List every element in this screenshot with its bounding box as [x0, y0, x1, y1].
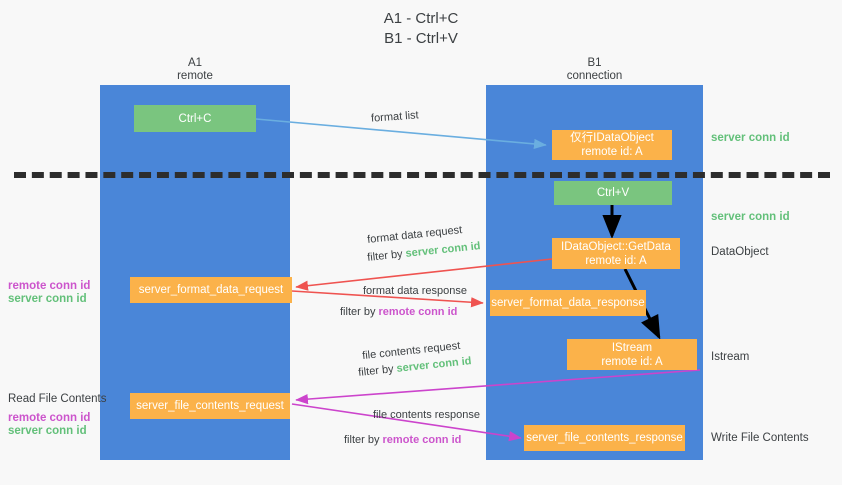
title-line-1: A1 - Ctrl+C [383, 10, 459, 27]
filter-prefix-3: filter by [357, 362, 398, 379]
box-istream-line2: remote id: A [601, 355, 663, 368]
filter-prefix-2: filter by [340, 306, 379, 318]
lane-header-a1: A1 remote [100, 57, 290, 83]
box-idataobject-line1: 仅行IDataObject [570, 132, 654, 144]
box-ctrl-c[interactable]: Ctrl+C [134, 105, 256, 132]
right-label-istream: Istream [711, 351, 750, 363]
right-label-server-conn-id-mid: server conn id [711, 211, 790, 223]
left-label-server-conn-id-1: server conn id [8, 293, 87, 305]
box-istream[interactable]: IStream remote id: A [567, 339, 697, 370]
trust-boundary-divider [14, 172, 830, 178]
lane-header-b1: B1 connection [486, 57, 703, 83]
box-idataobject[interactable]: 仅行IDataObject remote id: A [552, 130, 672, 160]
box-ctrl-v[interactable]: Ctrl+V [554, 181, 672, 205]
edge-label-format-list: format list [370, 109, 420, 125]
box-server-format-data-response-label: server_format_data_response [491, 297, 645, 309]
edge-label-format-data-response: format data response [363, 285, 467, 297]
lane-header-b1-name: B1 [587, 57, 602, 69]
filter-prefix-1: filter by [366, 247, 407, 264]
filter-key-remote-conn-id-1: remote conn id [378, 306, 458, 318]
edge-label-file-contents-response-filter: filter by remote conn id [344, 433, 461, 447]
box-server-format-data-request[interactable]: server_format_data_request [130, 277, 292, 303]
lane-header-a1-name: A1 [187, 57, 203, 69]
title-line-2: B1 - Ctrl+V [384, 30, 458, 47]
box-idataobject-getdata-line1: IDataObject::GetData [561, 240, 671, 253]
right-label-write-file-contents: Write File Contents [711, 432, 809, 444]
left-label-remote-conn-id-1: remote conn id [8, 280, 91, 292]
lane-header-a1-role: remote [177, 70, 213, 82]
lane-header-b1-role: connection [566, 70, 623, 82]
box-server-format-data-response[interactable]: server_format_data_response [490, 290, 646, 316]
filter-key-server-conn-id-1: server conn id [404, 240, 482, 260]
box-server-file-contents-request-label: server_file_contents_request [136, 400, 284, 412]
right-label-dataobject: DataObject [711, 246, 769, 258]
box-ctrl-c-label: Ctrl+C [178, 112, 212, 125]
box-server-file-contents-response[interactable]: server_file_contents_response [524, 425, 685, 451]
box-ctrl-v-label: Ctrl+V [596, 187, 630, 199]
box-idataobject-getdata-line2: remote id: A [585, 254, 647, 267]
left-label-read-file-contents: Read File Contents [8, 393, 107, 405]
box-istream-line1: IStream [611, 341, 653, 354]
edge-label-format-data-response-filter: filter by remote conn id [340, 305, 457, 319]
edge-label-file-contents-response: file contents response [373, 409, 481, 421]
box-idataobject-line2: remote id: A [581, 146, 643, 158]
filter-key-remote-conn-id-2: remote conn id [382, 434, 462, 446]
box-server-format-data-request-label: server_format_data_request [138, 284, 284, 296]
box-server-file-contents-request[interactable]: server_file_contents_request [130, 393, 290, 419]
box-server-file-contents-response-label: server_file_contents_response [526, 432, 683, 444]
box-idataobject-getdata[interactable]: IDataObject::GetData remote id: A [552, 238, 680, 269]
left-label-server-conn-id-2: server conn id [8, 425, 87, 437]
left-label-remote-conn-id-2: remote conn id [8, 412, 91, 424]
right-label-server-conn-id-top: server conn id [711, 132, 790, 144]
diagram-title: A1 - Ctrl+C B1 - Ctrl+V [0, 9, 842, 49]
filter-prefix-4: filter by [344, 434, 383, 446]
